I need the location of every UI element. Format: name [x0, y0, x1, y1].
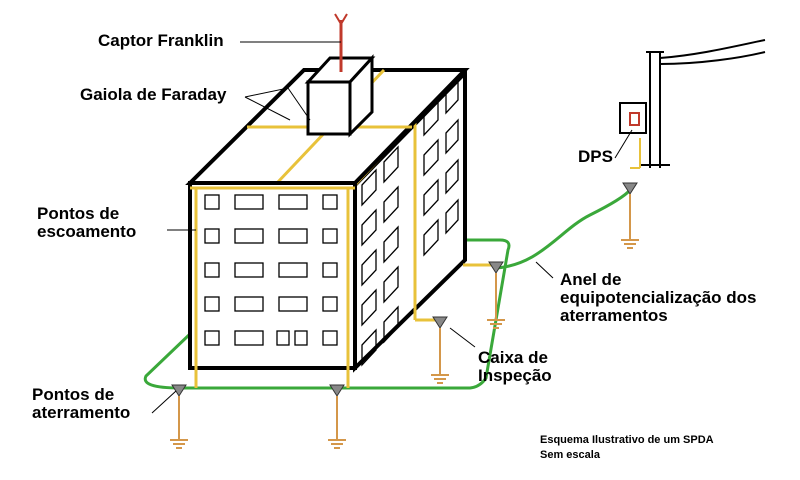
- ground-rod: [621, 182, 639, 249]
- power-line: [659, 39, 766, 59]
- caixa-line2: Inspeção: [478, 365, 552, 385]
- pontos-escoamento-line2: escoamento: [37, 221, 137, 241]
- caixa-line1: Caixa de: [478, 348, 548, 367]
- pontos-aterramento-line1: Pontos de: [32, 385, 115, 404]
- pontos-escoamento-label: Pontos de escoamento: [37, 205, 136, 241]
- pontos-aterramento-label: Pontos de aterramento: [32, 386, 130, 422]
- anel-line2: equipotencialização dos: [560, 287, 757, 307]
- dps-box: [619, 102, 647, 169]
- captor-franklin-label: Captor Franklin: [98, 31, 224, 50]
- ground-rod: [431, 316, 449, 384]
- building-front-face: [188, 181, 357, 388]
- anel-equipotencializacao-label: Anel de equipotencialização dos aterrame…: [560, 271, 757, 325]
- power-line: [659, 51, 766, 65]
- utility-pole: [640, 39, 766, 168]
- anel-line3: aterramentos: [560, 305, 668, 325]
- franklin-tip-icon: [334, 13, 348, 26]
- gaiola-faraday-label: Gaiola de Faraday: [80, 85, 227, 104]
- pontos-escoamento-line1: Pontos de: [37, 204, 120, 223]
- caixa-inspecao-label: Caixa de Inspeção: [478, 349, 552, 385]
- note-scale: Sem escala: [540, 448, 600, 461]
- diagram-note: Esquema Ilustrativo de um SPDA Sem escal…: [540, 433, 714, 463]
- rooftop-box: [304, 13, 376, 138]
- ground-rod: [170, 384, 188, 449]
- leader-lines: [151, 41, 633, 414]
- pontos-aterramento-line2: aterramento: [32, 402, 131, 422]
- building-side-face: [353, 68, 467, 373]
- ground-rod: [487, 261, 505, 329]
- note-title: Esquema Ilustrativo de um SPDA: [540, 434, 714, 446]
- ground-rod: [328, 384, 346, 449]
- anel-line1: Anel de: [560, 270, 622, 289]
- equipotential-ring-left: [143, 332, 192, 390]
- dps-label: DPS: [578, 147, 613, 166]
- ring-to-pole-cable: [495, 188, 632, 270]
